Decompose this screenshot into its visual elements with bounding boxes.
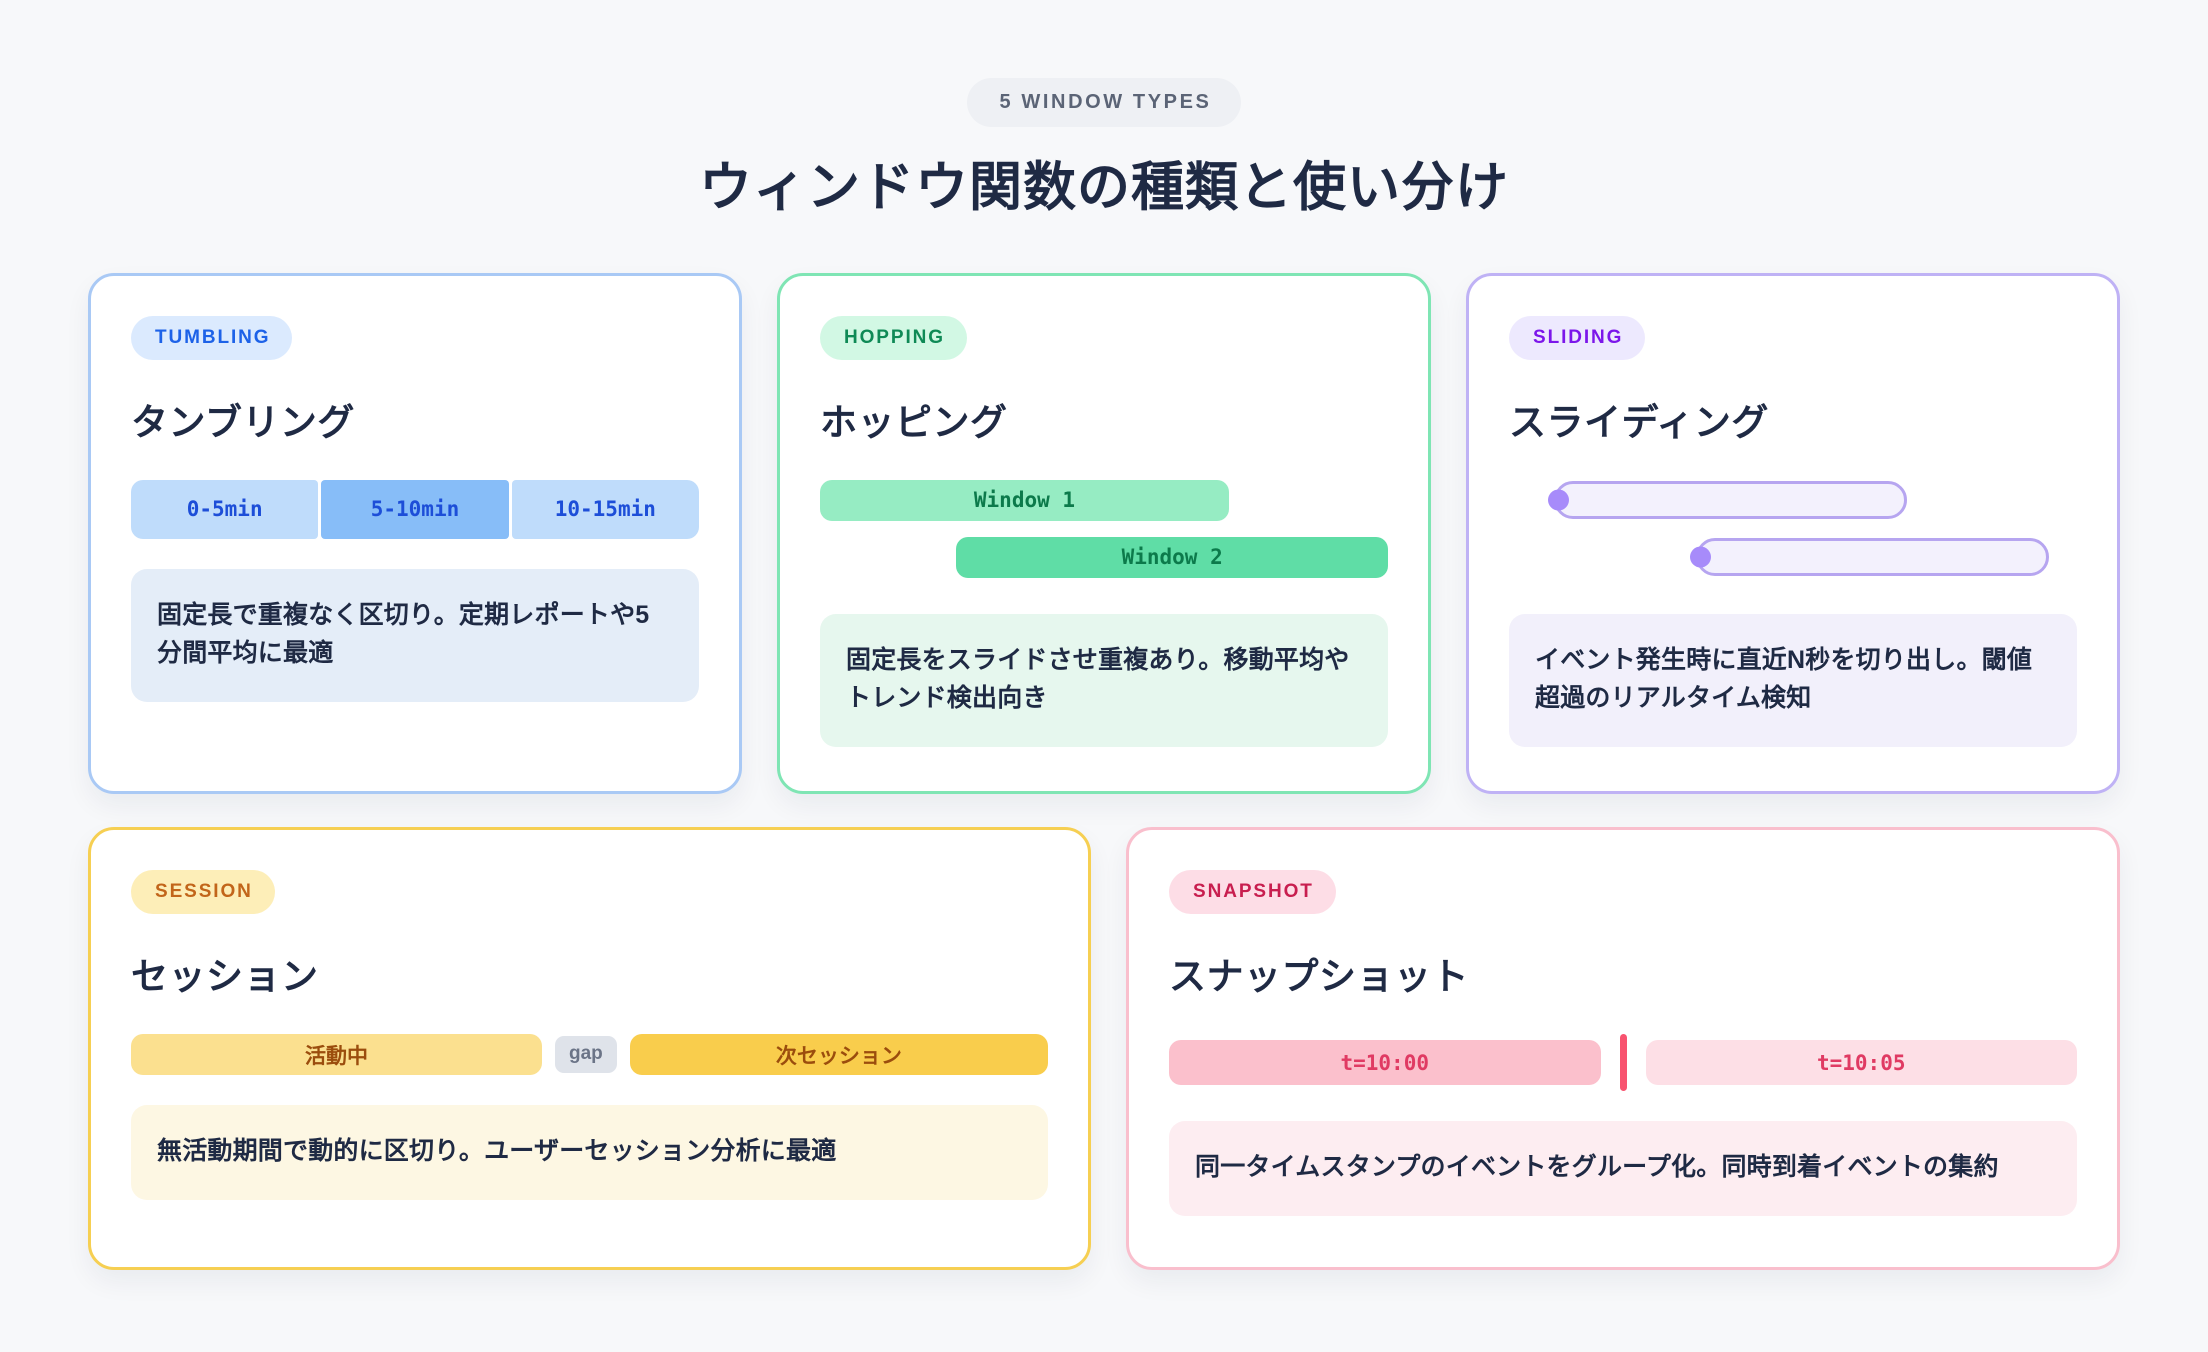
snapshot-visualization: t=10:00 t=10:05 (1169, 1034, 2077, 1092)
sliding-event-dot-icon (1690, 546, 1712, 568)
card-title-sliding: スライディング (1509, 401, 1769, 443)
sliding-window-bar-1 (1548, 480, 1907, 519)
sliding-event-dot-icon (1548, 489, 1570, 511)
snapshot-track: t=10:00 t=10:05 (1169, 1034, 2077, 1092)
tumbling-segment-active: 5-10min (321, 479, 509, 539)
sliding-window-bar-2 (1690, 537, 2049, 576)
hopping-track: Window 1 Window 2 (820, 479, 1388, 584)
session-next-bar: 次セッション (629, 1034, 1048, 1076)
card-description-hopping: 固定長をスライドさせ重複あり。移動平均やトレンド検出向き (820, 613, 1388, 748)
card-title-tumbling: タンブリング (131, 401, 355, 443)
sliding-track (1509, 480, 2077, 584)
card-title-session: セッション (131, 956, 319, 998)
session-visualization: 活動中 gap 次セッション (131, 1034, 1048, 1076)
card-description-snapshot: 同一タイムスタンプのイベントをグループ化。同時到着イベントの集約 (1169, 1121, 2077, 1216)
hopping-window-bar-2: Window 2 (956, 536, 1388, 578)
card-tumbling: TUMBLING タンブリング 0-5min 5-10min 10-15min … (88, 272, 742, 795)
card-description-sliding: イベント発生時に直近N秒を切り出し。閾値超過のリアルタイム検知 (1509, 613, 2077, 748)
card-tag-snapshot: SNAPSHOT (1169, 870, 1336, 915)
card-title-snapshot: スナップショット (1169, 956, 1469, 998)
hopping-visualization: Window 1 Window 2 (820, 479, 1388, 584)
card-tag-hopping: HOPPING (820, 315, 967, 360)
sliding-visualization (1509, 480, 2077, 584)
card-sliding: SLIDING スライディング イベント発生時に直近N秒を切り出し。閾値超過のリ… (1466, 272, 2120, 795)
session-active-bar: 活動中 (131, 1034, 542, 1076)
card-tag-session: SESSION (131, 870, 275, 915)
eyebrow-badge: 5 WINDOW TYPES (966, 78, 1242, 127)
tumbling-visualization: 0-5min 5-10min 10-15min (131, 479, 699, 539)
card-description-session: 無活動期間で動的に区切り。ユーザーセッション分析に最適 (131, 1105, 1048, 1200)
card-tag-tumbling: TUMBLING (131, 315, 293, 360)
card-hopping: HOPPING ホッピング Window 1 Window 2 固定長をスライド… (777, 272, 1431, 795)
tumbling-segment-row: 0-5min 5-10min 10-15min (131, 479, 699, 539)
tumbling-segment: 10-15min (511, 479, 699, 539)
snapshot-timestamp-bar-1: t=10:00 (1169, 1040, 1601, 1086)
snapshot-timestamp-bar-2: t=10:05 (1645, 1040, 2077, 1086)
tumbling-segment: 0-5min (131, 479, 319, 539)
page-title: ウィンドウ関数の種類と使い分け (699, 158, 1509, 217)
snapshot-divider-icon (1619, 1034, 1627, 1092)
session-track: 活動中 gap 次セッション (131, 1034, 1048, 1076)
page-header: 5 WINDOW TYPES ウィンドウ関数の種類と使い分け (0, 0, 2208, 220)
card-description-tumbling: 固定長で重複なく区切り。定期レポートや5分間平均に最適 (131, 568, 699, 703)
card-tag-sliding: SLIDING (1509, 315, 1646, 360)
card-snapshot: SNAPSHOT スナップショット t=10:00 t=10:05 同一タイムス… (1126, 827, 2120, 1271)
cards-row-bottom: SESSION セッション 活動中 gap 次セッション 無活動期間で動的に区切… (0, 827, 2208, 1271)
card-session: SESSION セッション 活動中 gap 次セッション 無活動期間で動的に区切… (88, 827, 1091, 1271)
hopping-window-bar-1: Window 1 (820, 479, 1229, 521)
cards-row-top: TUMBLING タンブリング 0-5min 5-10min 10-15min … (0, 272, 2208, 795)
card-title-hopping: ホッピング (820, 401, 1008, 443)
session-gap-pill: gap (555, 1036, 617, 1074)
